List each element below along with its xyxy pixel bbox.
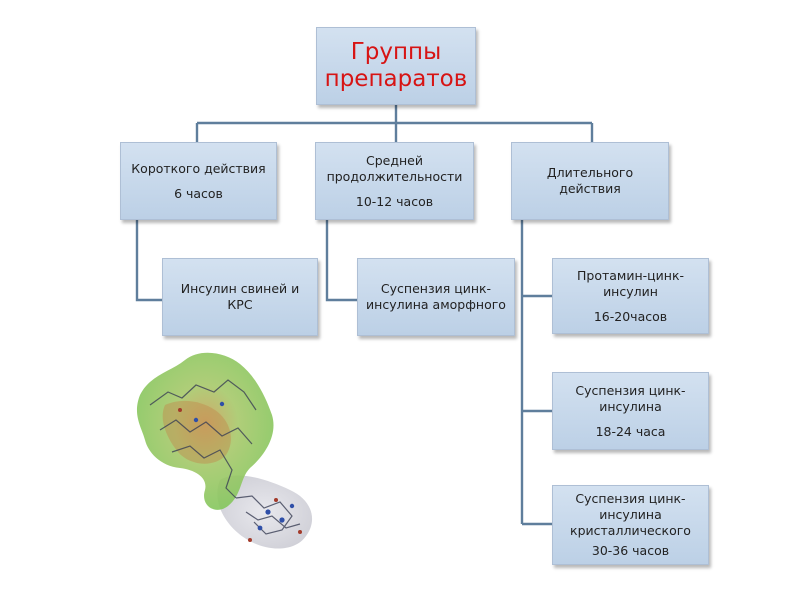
drug-duration: 18-24 часа bbox=[595, 423, 666, 439]
root-title-line-1: Группы bbox=[350, 39, 442, 65]
root-box: Группы препаратов bbox=[316, 27, 476, 105]
drug-box-crystalline-zinc-insulin: Суспензия цинк- инсулина кристаллическог… bbox=[552, 485, 709, 565]
group-label-line: действия bbox=[559, 181, 621, 196]
drug-label-line: Суспензия цинк- bbox=[575, 382, 686, 398]
drug-label-line: КРС bbox=[227, 297, 253, 312]
drug-label-line: Суспензия цинк- bbox=[380, 281, 492, 296]
drug-label-line: кристаллического bbox=[570, 523, 691, 538]
drug-label-line: инсулина bbox=[599, 507, 662, 522]
drug-box-amorphous-zinc-insulin: Суспензия цинк- инсулина аморфного bbox=[357, 258, 515, 336]
drug-box-zinc-insulin-suspension: Суспензия цинк- инсулина 18-24 часа bbox=[552, 372, 709, 450]
group-duration: 6 часов bbox=[174, 185, 223, 201]
drug-box-protamine-zinc-insulin: Протамин-цинк- инсулин 16-20часов bbox=[552, 258, 709, 334]
drug-box-porcine-bovine-insulin: Инсулин свиней и КРС bbox=[162, 258, 318, 336]
group-medium-duration-box: Средней продолжительности 10-12 часов bbox=[315, 142, 474, 220]
drug-label-line: инсулин bbox=[603, 283, 658, 299]
group-short-action-box: Короткого действия 6 часов bbox=[120, 142, 277, 220]
group-label-line: Средней bbox=[366, 152, 423, 168]
drug-duration: 16-20часов bbox=[593, 308, 668, 324]
drug-duration: 30-36 часов bbox=[591, 543, 670, 558]
drug-label-line: инсулина bbox=[599, 398, 662, 414]
root-title-line-2: препаратов bbox=[324, 66, 468, 92]
drug-label-line: Суспензия цинк- bbox=[575, 491, 686, 506]
drug-label-line: Протамин-цинк- bbox=[576, 267, 685, 283]
drug-label-line: Инсулин свиней и bbox=[180, 281, 300, 296]
drug-label-line: инсулина аморфного bbox=[366, 297, 506, 312]
group-duration: 10-12 часов bbox=[355, 193, 434, 209]
group-label-line: Короткого действия bbox=[131, 160, 266, 176]
group-label-line: Длительного bbox=[546, 165, 634, 180]
group-long-action-box: Длительного действия bbox=[511, 142, 669, 220]
group-label-line: продолжительности bbox=[326, 168, 463, 184]
